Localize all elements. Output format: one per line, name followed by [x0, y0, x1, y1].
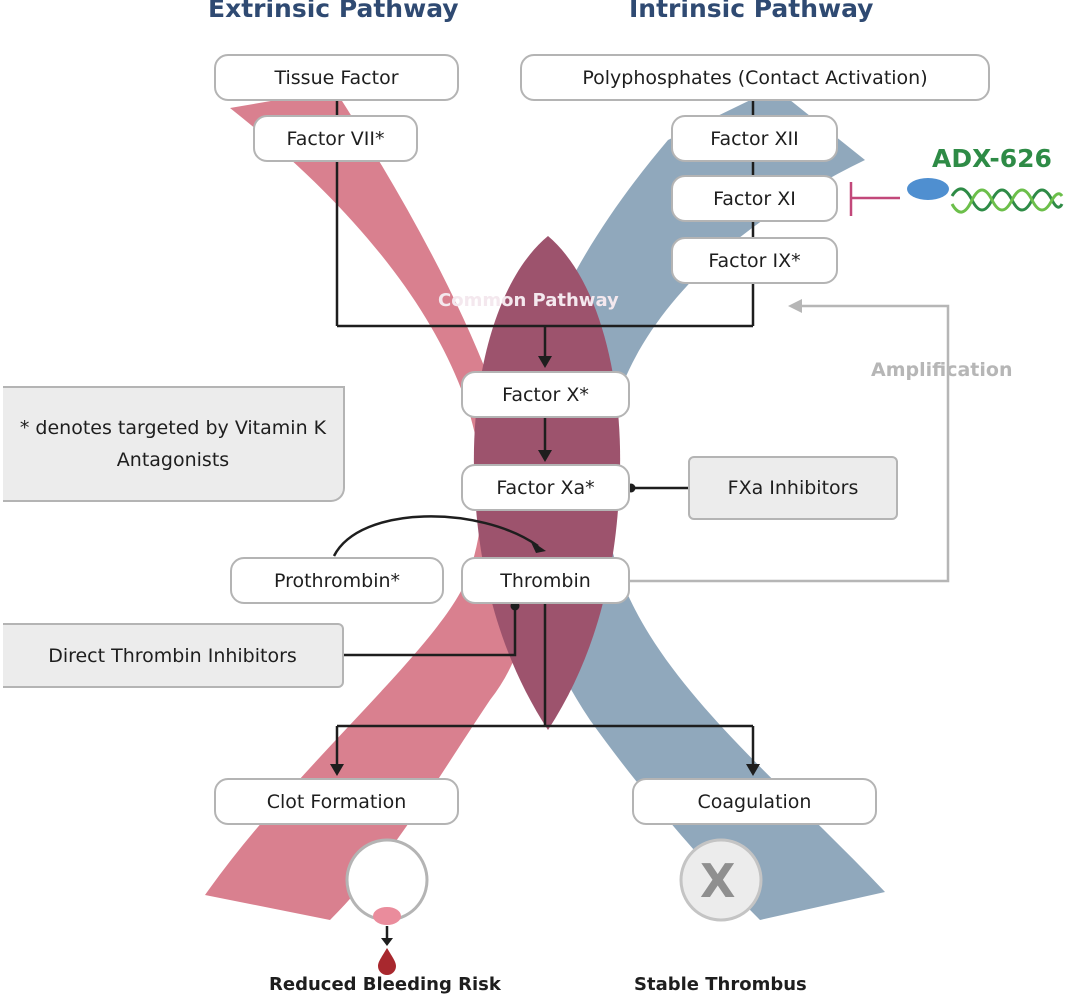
dna-helix-icon — [950, 187, 1064, 214]
factor-xa-node: Factor Xa* — [461, 464, 630, 511]
common-pathway-label: Common Pathway — [438, 290, 619, 311]
direct-thrombin-inhibitors-box: Direct Thrombin Inhibitors — [3, 623, 344, 688]
factor-xii-node: Factor XII — [671, 115, 838, 162]
polyphosphates-node: Polyphosphates (Contact Activation) — [520, 54, 990, 101]
vitamin-k-note: * denotes targeted by Vitamin K Antagoni… — [3, 386, 345, 502]
adx-626-label: ADX-626 — [932, 144, 1052, 173]
blood-drop-icon — [378, 948, 396, 975]
factor-xi-node: Factor XI — [671, 175, 838, 222]
reduced-bleeding-label: Reduced Bleeding Risk — [269, 974, 501, 995]
stable-thrombus-label: Stable Thrombus — [634, 974, 807, 995]
intrinsic-band — [514, 88, 885, 920]
intrinsic-header: Intrinsic Pathway — [629, 0, 874, 23]
clot-formation-node: Clot Formation — [214, 778, 459, 825]
amplification-label: Amplification — [871, 359, 1013, 381]
fxa-inhibitors-box: FXa Inhibitors — [688, 456, 898, 520]
thrombin-node: Thrombin — [461, 557, 630, 604]
thrombus-x-mark: X — [700, 854, 736, 908]
prothrombin-node: Prothrombin* — [230, 557, 444, 604]
thrombus-circle-icon — [679, 838, 763, 922]
factor-x-node: Factor X* — [461, 371, 630, 418]
adx-molecule-icon — [907, 178, 949, 200]
tissue-factor-node: Tissue Factor — [214, 54, 459, 101]
factor-ix-node: Factor IX* — [671, 237, 838, 284]
extrinsic-band — [205, 90, 532, 920]
extrinsic-header: Extrinsic Pathway — [208, 0, 459, 23]
factor-vii-node: Factor VII* — [253, 115, 418, 162]
coagulation-node: Coagulation — [632, 778, 877, 825]
